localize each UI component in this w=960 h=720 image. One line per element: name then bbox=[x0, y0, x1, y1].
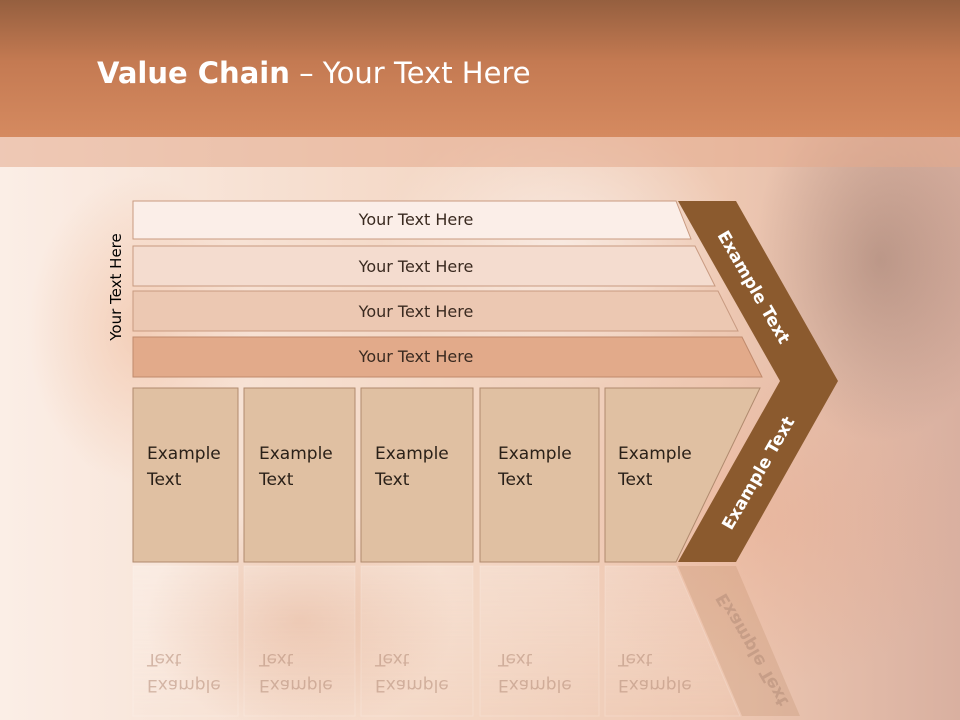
reflection-box-0-line2: Text bbox=[146, 649, 182, 669]
box-4-line1: Example bbox=[618, 444, 692, 464]
box-4[interactable]: Example Text bbox=[604, 387, 761, 563]
page-title: Value Chain – Your Text Here bbox=[97, 55, 531, 91]
box-1-line2: Text bbox=[258, 470, 294, 490]
reflection-box-2-line2: Text bbox=[374, 649, 410, 669]
box-4-line2: Text bbox=[617, 470, 653, 490]
bar-2[interactable]: Your Text Here bbox=[132, 290, 739, 332]
box-0-line1: Example bbox=[147, 444, 221, 464]
bar-1-label: Your Text Here bbox=[358, 257, 474, 276]
box-3[interactable]: Example Text bbox=[479, 387, 600, 563]
bar-0[interactable]: Your Text Here bbox=[132, 200, 692, 240]
box-1-line1: Example bbox=[259, 444, 333, 464]
reflection-box-2-line1: Example bbox=[375, 675, 449, 695]
reflection-box-1-line1: Example bbox=[259, 675, 333, 695]
bar-0-label: Your Text Here bbox=[358, 210, 474, 229]
box-2-line2: Text bbox=[374, 470, 410, 490]
header-bar bbox=[0, 0, 960, 137]
box-0-line2: Text bbox=[146, 470, 182, 490]
box-3-line1: Example bbox=[498, 444, 572, 464]
box-3-line2: Text bbox=[497, 470, 533, 490]
bar-1[interactable]: Your Text Here bbox=[132, 245, 716, 287]
reflection-box-1-line2: Text bbox=[258, 649, 294, 669]
bar-2-label: Your Text Here bbox=[358, 302, 474, 321]
title-bold: Value Chain bbox=[97, 56, 290, 90]
reflection bbox=[132, 565, 800, 717]
reflection-box-0-line1: Example bbox=[147, 675, 221, 695]
reflection-box-3-line2: Text bbox=[497, 649, 533, 669]
box-1[interactable]: Example Text bbox=[243, 387, 356, 563]
chevron-arrow bbox=[678, 201, 838, 562]
box-0[interactable]: Example Text bbox=[132, 387, 239, 563]
bar-3-label: Your Text Here bbox=[358, 347, 474, 366]
reflection-box-3-line1: Example bbox=[498, 675, 572, 695]
box-2[interactable]: Example Text bbox=[360, 387, 474, 563]
header-band bbox=[0, 137, 960, 167]
reflection-box-4-line2: Text bbox=[617, 649, 653, 669]
reflection-box-4-line1: Example bbox=[618, 675, 692, 695]
title-rest: – Your Text Here bbox=[289, 56, 531, 90]
bar-3[interactable]: Your Text Here bbox=[132, 336, 763, 378]
box-2-line1: Example bbox=[375, 444, 449, 464]
